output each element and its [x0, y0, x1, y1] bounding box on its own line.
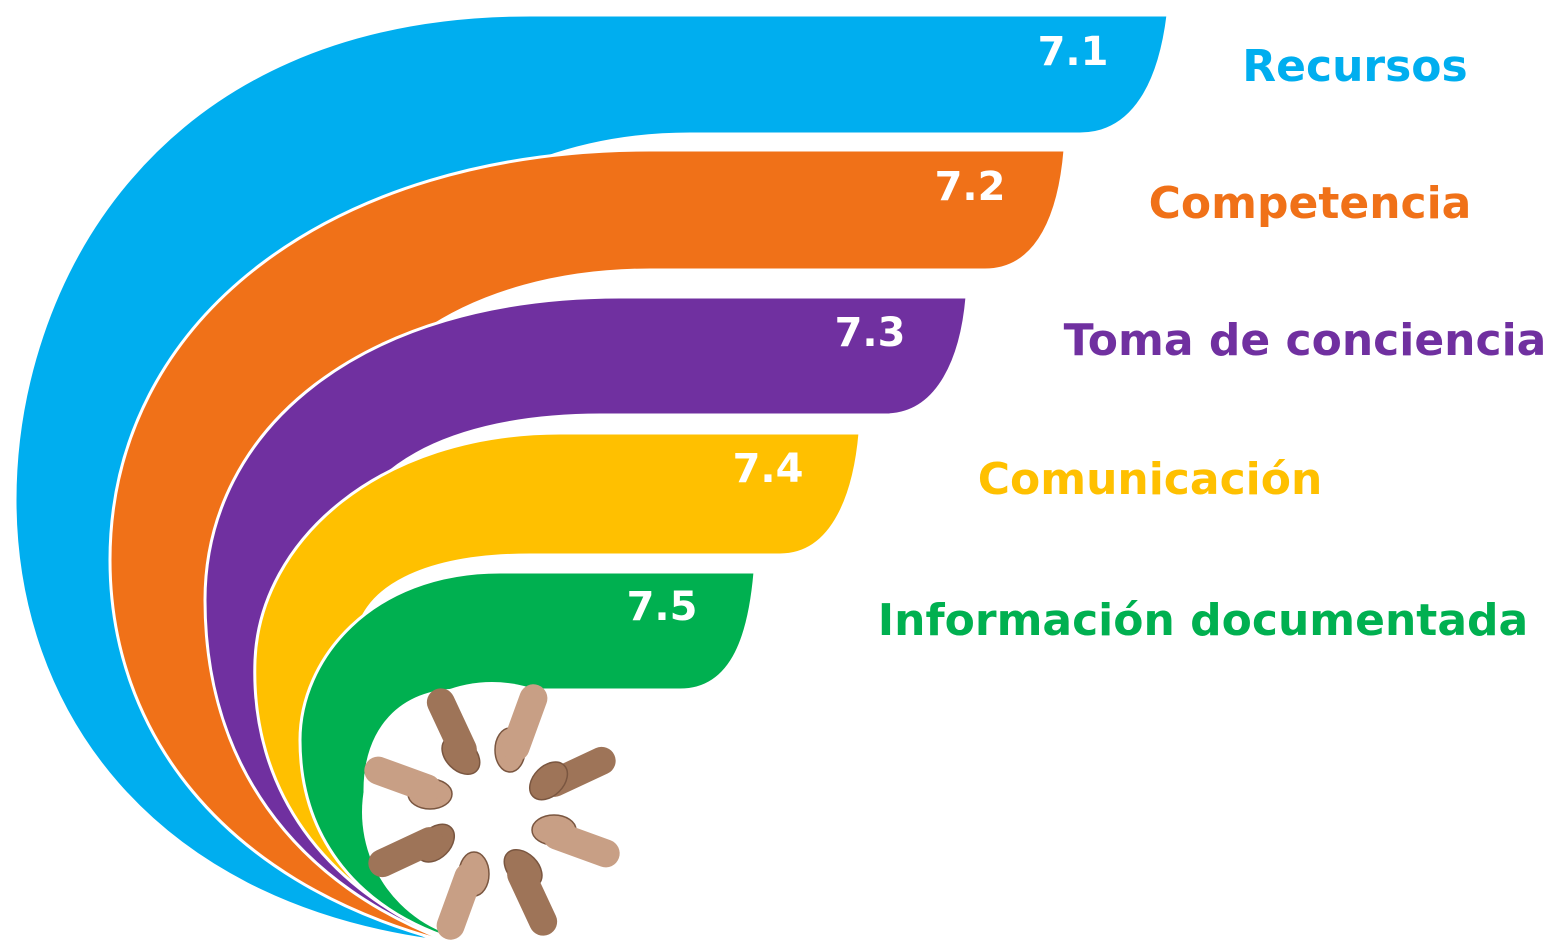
band-7-1-number: 7.1: [1038, 29, 1109, 75]
band-7-3-label: Toma de conciencia: [1064, 315, 1547, 366]
band-7-5-label: Información documentada: [878, 595, 1528, 646]
band-7-3-number: 7.3: [835, 310, 906, 356]
band-7-4-label: Comunicación: [978, 454, 1323, 505]
band-7-5-number: 7.5: [627, 584, 698, 630]
hands-ring: [364, 684, 620, 940]
band-7-3: 7.3 Toma de conciencia: [203, 295, 1547, 943]
joined-hands-circle-icon: [362, 682, 622, 942]
band-7-2-label: Competencia: [1149, 178, 1472, 229]
hand-arm: [501, 684, 569, 801]
hands-ring-center: [454, 774, 530, 850]
band-7-1-label: Recursos: [1242, 41, 1467, 92]
band-7-2-number: 7.2: [935, 164, 1006, 210]
band-7-5: 7.5 Información documentada: [298, 570, 1528, 943]
band-7-4-number: 7.4: [733, 446, 804, 492]
